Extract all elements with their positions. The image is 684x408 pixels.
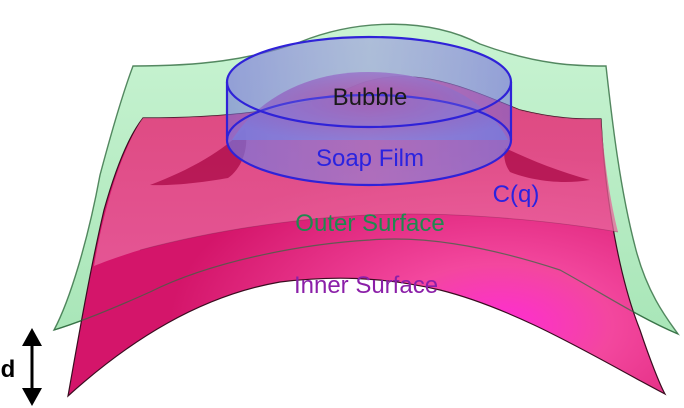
curve-label: C(q)	[493, 181, 540, 208]
bubble-shadow-left	[150, 128, 247, 186]
inner-surface-ridge	[139, 213, 619, 251]
inner-surface-label: Inner Surface	[294, 272, 438, 299]
cylinder-body	[227, 37, 511, 185]
outer-surface-label: Outer Surface	[295, 210, 444, 237]
bubble-shadow-right	[504, 148, 590, 183]
thickness-arrow	[22, 328, 42, 406]
bubble-label: Bubble	[333, 84, 408, 111]
soap-film-label: Soap Film	[316, 145, 424, 172]
thickness-label: d	[1, 356, 16, 383]
cylinder-top-ellipse	[225, 35, 513, 129]
outer-surface-lower-edge	[53, 238, 679, 335]
